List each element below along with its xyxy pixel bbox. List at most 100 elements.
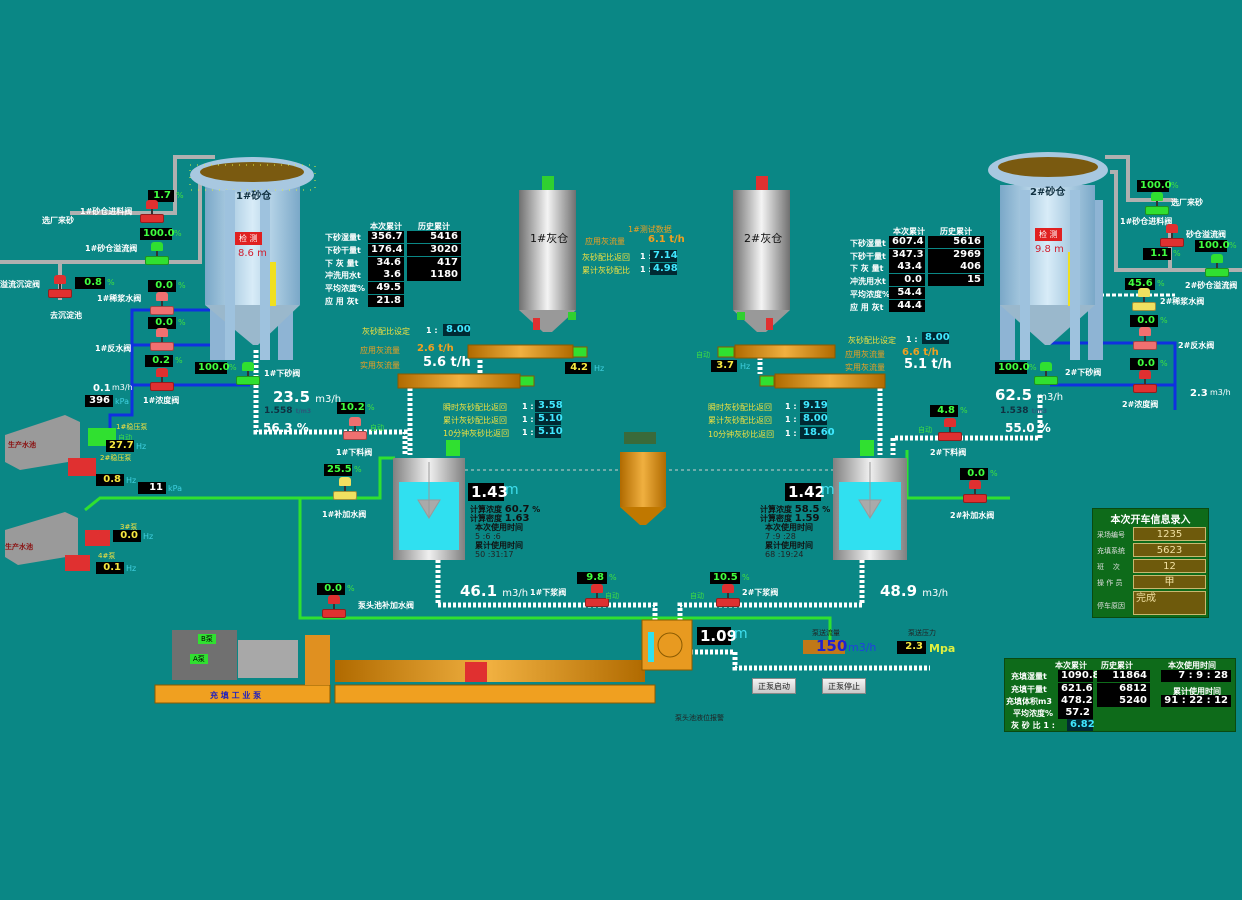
overflow-valve-2[interactable] xyxy=(1205,254,1229,278)
shift-input[interactable]: 12 xyxy=(1133,559,1206,573)
settle-valve[interactable] xyxy=(48,275,72,299)
pump-1-hz: 27.7 xyxy=(106,440,134,452)
sand-conc-1: 56.3 % xyxy=(263,421,309,435)
ten-min-ratio-label: 10分钟灰砂比返回 xyxy=(443,429,510,438)
hist-value: 11864 xyxy=(1097,670,1150,682)
col-header: 本次使用时间 xyxy=(1168,661,1216,670)
ratio-prefix: 1 : xyxy=(640,252,652,261)
cur-value: 356.7 xyxy=(368,231,404,243)
cur-value: 43.4 xyxy=(889,261,925,273)
stope-number-input[interactable]: 1235 xyxy=(1133,527,1206,541)
col-header: 本次累计 xyxy=(370,222,402,231)
feed-valve-1[interactable] xyxy=(140,200,164,224)
minutes: 22 xyxy=(1189,695,1204,706)
cur-value: 57.2 xyxy=(1058,707,1093,719)
dilute-valve-2-label: 2#稀浆水阀 xyxy=(1160,297,1205,306)
cur-time-value: 7 :9 :28 xyxy=(765,532,796,541)
sand-source-label: 选厂来砂 xyxy=(42,216,74,225)
silo-overflow-valve[interactable] xyxy=(1160,224,1184,248)
ratio-set-label: 灰砂配比设定 xyxy=(362,327,410,336)
silo-1-label: 1#砂仓 xyxy=(236,191,272,202)
pumphead-valve[interactable] xyxy=(322,595,346,619)
silo-2-detect-button[interactable]: 检 测 xyxy=(1035,228,1062,241)
ratio-prefix: 1 : xyxy=(522,428,534,437)
pump-3-label: 3#泵 xyxy=(120,523,138,531)
sand-flow-2: 62.5 m3/h xyxy=(995,386,1063,404)
hist-value: 417 xyxy=(407,257,461,269)
slurry-valve-2-mode[interactable]: 自动 xyxy=(690,592,704,600)
unit: % xyxy=(178,318,186,327)
water-pool-1-label: 生产水池 xyxy=(8,441,36,449)
ratio-prefix: 1 : xyxy=(522,415,534,424)
mixer-1-stats: 计算浓度 60.7 % 计算密度 1.63 本次使用时间 5 :6 :6 累计使… xyxy=(470,505,540,560)
back-valve-1[interactable] xyxy=(150,328,174,352)
back-valve-2[interactable] xyxy=(1133,327,1157,351)
back-valve-2-value: 0.0 xyxy=(1130,315,1158,327)
sand-valve-2[interactable] xyxy=(1034,362,1058,386)
overflow-valve-1[interactable] xyxy=(145,242,169,266)
unit: % xyxy=(178,281,186,290)
stop-reason-input[interactable]: 完成 xyxy=(1133,591,1206,615)
water-flow-1: 0.1 xyxy=(93,383,111,394)
overflow-valve-2-value: 100.0 xyxy=(1195,240,1230,252)
conc-valve-2[interactable] xyxy=(1133,370,1157,394)
ash-silo-2 xyxy=(733,176,790,332)
silo-1-detect-button[interactable]: 检 测 xyxy=(235,232,262,245)
pump-start-button[interactable]: 正泵启动 xyxy=(752,678,796,694)
pump-stop-button[interactable]: 正泵停止 xyxy=(822,678,866,694)
value: 48.9 xyxy=(880,582,918,600)
cur-time-value: 5 :6 :6 xyxy=(475,532,501,541)
ratio-prefix: 1 : xyxy=(785,429,797,438)
total-time-label: 累计使用时间 xyxy=(1173,687,1221,696)
pump-b-label: B泵 xyxy=(198,634,216,644)
row-label: 充填湿量t xyxy=(1011,672,1047,681)
sand-valve-1[interactable] xyxy=(236,362,260,386)
actual-ash-value: 5.6 t/h xyxy=(423,355,471,370)
overflow-valve-2-label: 2#砂仓溢流阀 xyxy=(1185,281,1238,290)
feed-out-valve-1-value: 10.2 xyxy=(337,402,365,414)
pump-1-mode[interactable]: 自动 xyxy=(118,434,132,442)
inst-ratio-label: 瞬时灰砂配比返回 xyxy=(708,403,772,412)
feed-out-valve-1-mode[interactable]: 自动 xyxy=(370,424,384,432)
applied-ash-label: 应用灰流量 xyxy=(845,350,885,359)
operator-input[interactable]: 甲 xyxy=(1133,575,1206,589)
dilute-valve-2[interactable] xyxy=(1132,288,1156,312)
sand-silo-1 xyxy=(189,157,316,360)
unit: % xyxy=(960,406,968,415)
cur-value: 3.6 xyxy=(368,269,404,281)
slurry-valve-2[interactable] xyxy=(716,584,740,608)
add-water-valve-2[interactable] xyxy=(963,480,987,504)
add-water-valve-1-label: 1#补加水阀 xyxy=(322,510,367,519)
ten-min-ratio-value: 18.60 xyxy=(800,427,835,439)
feed-valve-1-label: 1#砂仓进料阀 xyxy=(80,207,133,216)
slurry-valve-1[interactable] xyxy=(585,584,609,608)
cur-value: 0.0 xyxy=(889,274,925,286)
feed-out-valve-2-mode[interactable]: 自动 xyxy=(918,426,932,434)
panel-title: 本次开车信息录入 xyxy=(1110,515,1191,526)
ratio-prefix: 1 : xyxy=(426,326,438,335)
dilute-valve-1[interactable] xyxy=(150,292,174,316)
seconds: 28 xyxy=(1214,670,1228,681)
add-water-valve-1[interactable] xyxy=(333,477,357,501)
pumphead-valve-label: 泵头池补加水阀 xyxy=(358,601,414,610)
mixing-tank-2 xyxy=(833,440,907,560)
feed-out-valve-1-label: 1#下料阀 xyxy=(336,448,373,457)
feed-out-valve-2-value: 4.8 xyxy=(930,405,958,417)
fill-system-input[interactable]: 5623 xyxy=(1133,543,1206,557)
row-label: 平均浓度% xyxy=(850,290,891,299)
row-label: 应 用 灰t xyxy=(850,303,884,312)
feed-valve-2[interactable] xyxy=(1145,192,1169,216)
pump-head-level-alarm: 泵头池液位报警 xyxy=(675,714,724,722)
screw-2-mode[interactable]: 自动 xyxy=(696,351,710,359)
conc-valve-2-value: 0.0 xyxy=(1130,358,1158,370)
feed-out-valve-1[interactable] xyxy=(343,417,367,441)
ratio-set-input[interactable]: 8.00 xyxy=(922,332,950,344)
cur-value: 21.8 xyxy=(368,295,404,307)
slurry-valve-1-mode[interactable]: 自动 xyxy=(605,592,619,600)
ratio-set-input[interactable]: 8.00 xyxy=(443,324,471,336)
conc-valve-1[interactable] xyxy=(150,368,174,392)
test-cum-value: 4.98 xyxy=(650,263,678,275)
ten-min-ratio-value: 5.10 xyxy=(535,426,563,438)
feed-out-valve-2[interactable] xyxy=(938,418,962,442)
applied-ash-value: 6.6 t/h xyxy=(902,347,939,358)
